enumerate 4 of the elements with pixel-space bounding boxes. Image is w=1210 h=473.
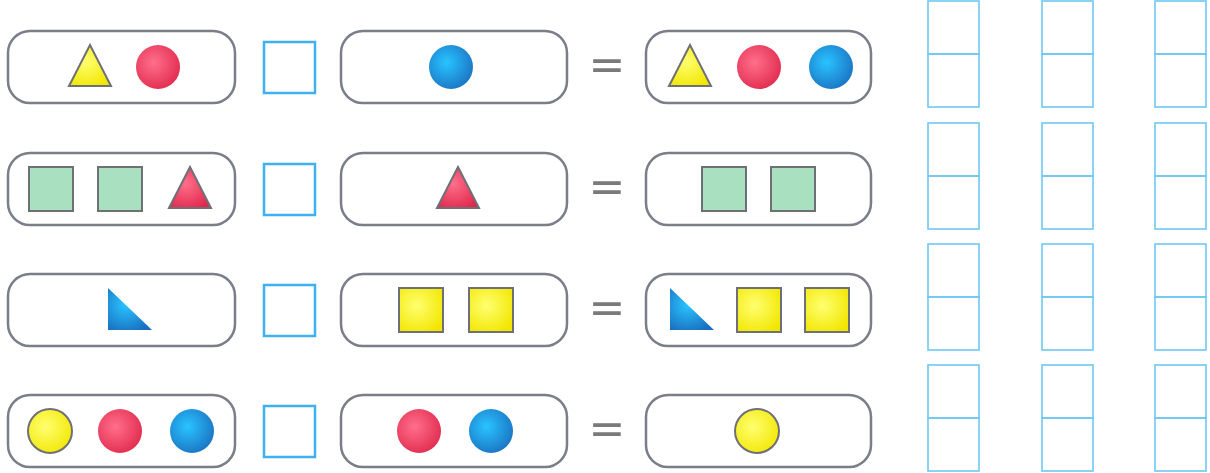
equals-sign: = [587, 283, 627, 333]
equals-sign: = [587, 404, 627, 454]
equals-sign: = [587, 162, 627, 212]
equals-sign: = [587, 40, 627, 90]
